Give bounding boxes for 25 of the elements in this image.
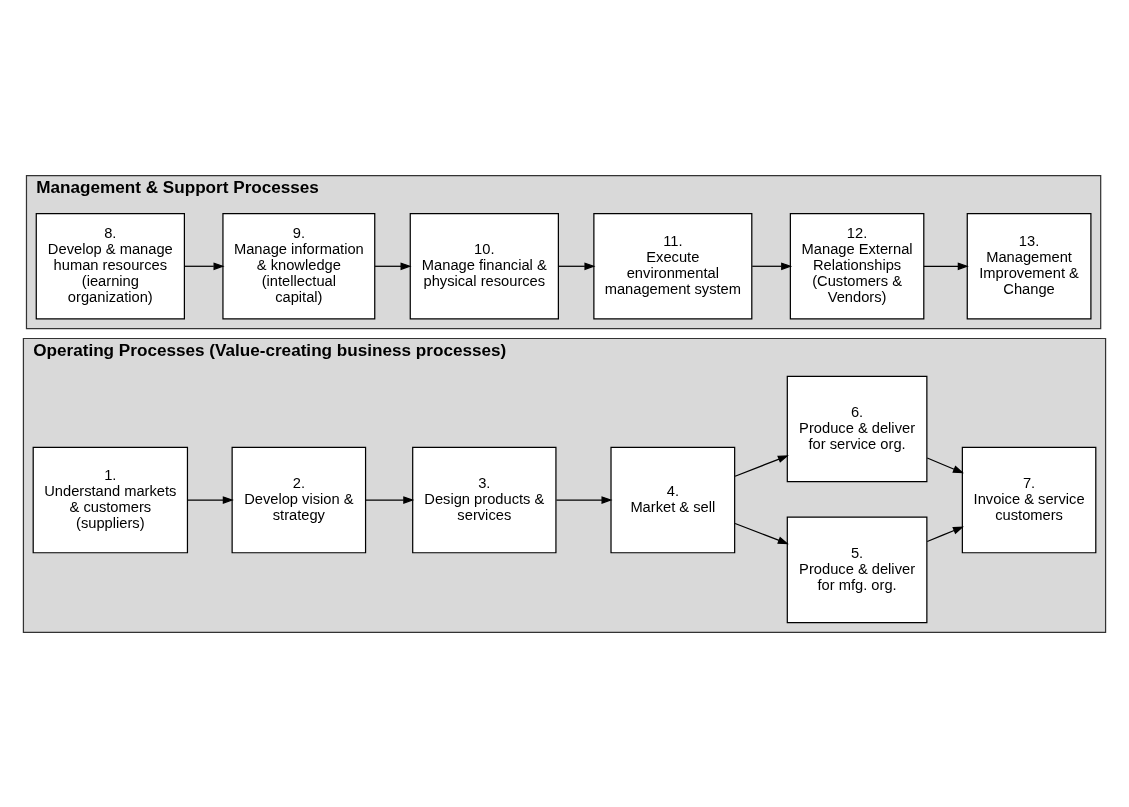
- node-box: 8. Develop & manage human resources (iearning organization): [35, 212, 185, 320]
- node-box: 3. Design products & services: [412, 446, 557, 553]
- arrow: [751, 261, 793, 270]
- arrow: [187, 495, 234, 504]
- arrow: [557, 261, 596, 270]
- node-box: 2. Develop vision & strategy: [231, 446, 367, 553]
- arrow: [374, 261, 412, 270]
- node-box: 11. Execute environmental management system: [593, 212, 753, 320]
- node-box: 1. Understand markets & customers (suppliers): [32, 446, 189, 553]
- arrow: [365, 495, 415, 504]
- node-box: 5. Produce & deliver for mfg. org.: [786, 516, 928, 623]
- node-box: 10. Manage financial & physical resources: [409, 212, 559, 320]
- node-box: 13. Management Improvement & Change: [966, 212, 1092, 320]
- node-box: 7. Invoice & service customers: [961, 446, 1097, 553]
- arrow: [926, 525, 964, 542]
- arrow: [734, 454, 789, 477]
- arrow: [555, 495, 613, 504]
- node-box: 9. Manage information & knowledge (intellectual capital): [222, 212, 376, 320]
- arrow: [734, 522, 789, 544]
- arrow: [923, 261, 969, 270]
- arrow: [183, 261, 225, 270]
- node-box: 12. Manage External Relationships (Customers & Vendors): [789, 212, 925, 320]
- node-box: 4. Market & sell: [610, 446, 736, 553]
- node-box: 6. Produce & deliver for service org.: [786, 375, 928, 482]
- arrow: [926, 456, 964, 473]
